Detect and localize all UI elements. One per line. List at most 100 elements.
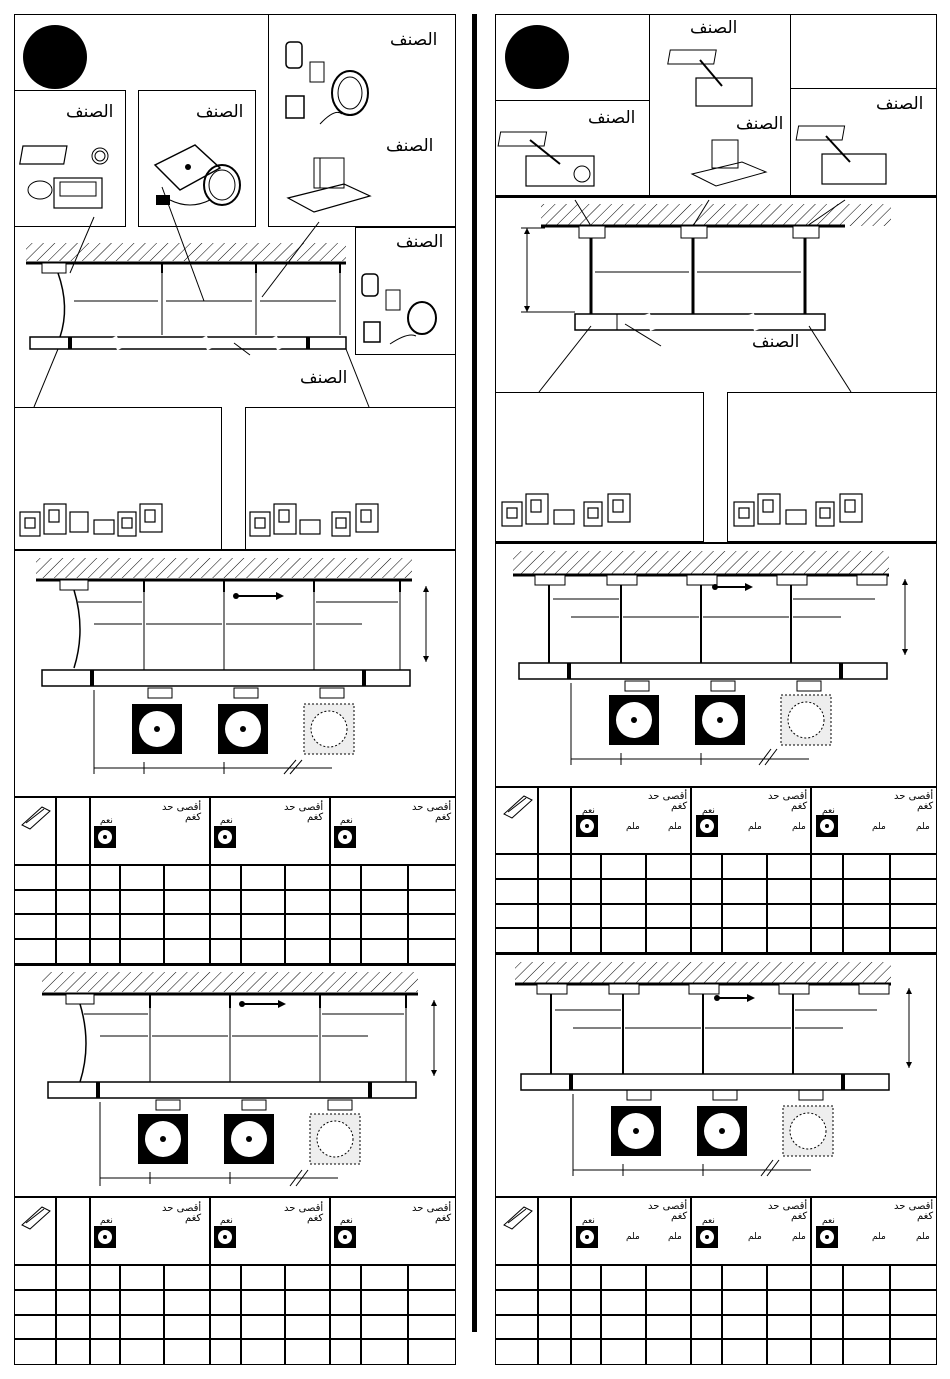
category-label-l6: الصنف	[300, 368, 348, 388]
table-r2-col9	[842, 1264, 844, 1365]
category-label-r5: الصنف	[752, 332, 800, 352]
max-label-r1c: أقصى حد كغم	[894, 792, 933, 812]
kg-label-r1c: ملم	[748, 822, 762, 832]
max-text: أقصى حد كغم	[894, 791, 934, 812]
track-icon-r1	[503, 795, 533, 819]
table-r1-bottom	[495, 952, 937, 954]
sep-r-e	[495, 1196, 937, 1198]
max-label-l1b: أقصى حد كغم	[284, 803, 323, 823]
lamp-icon-l1c	[334, 826, 356, 848]
table-l1-bottom	[14, 963, 456, 965]
table-l1-col10	[407, 864, 409, 964]
lamp-icon-r2c	[816, 1226, 838, 1248]
bracket-cable-illustration	[19, 145, 109, 209]
max-label-l2b: أقصى حد كغم	[284, 1204, 323, 1224]
table-l1-col4	[163, 864, 165, 964]
category-label-l4: الصنف	[386, 136, 434, 156]
max-label-l2a: أقصى حد كغم	[162, 1204, 201, 1224]
part-box-r2	[649, 14, 791, 196]
max-label-r2c: أقصى حد كغم	[894, 1202, 933, 1222]
connectors-illustration-2	[361, 273, 437, 345]
table-l1-row1	[14, 889, 456, 891]
max-label-r1a: أقصى حد كغم	[648, 792, 687, 812]
track-icon-l2	[21, 1206, 51, 1230]
table-l2-row1	[14, 1289, 456, 1291]
table-r2-row2	[495, 1314, 937, 1316]
table-r2-col8	[810, 1196, 812, 1365]
max-text: أقصى حد كغم	[412, 802, 452, 823]
sep-l-d	[14, 1196, 456, 1198]
sep-r-d	[495, 953, 937, 955]
part-box-r1	[495, 100, 650, 196]
sep-l-c	[14, 964, 456, 966]
table-r2-col7	[766, 1264, 768, 1365]
table-r2-row1	[495, 1289, 937, 1291]
max-text: أقصى حد كغم	[648, 791, 688, 812]
lamp-icon-l2c	[334, 1226, 356, 1248]
max-text: أقصى حد كغم	[648, 1201, 688, 1222]
track-icon-l1	[21, 806, 51, 830]
track-suspension-diagram-r1	[521, 199, 891, 393]
adapters-illustration-l1	[19, 503, 163, 537]
category-label-r3: الصنف	[736, 114, 784, 134]
kg-label-r2e: ملم	[872, 1232, 886, 1242]
table-l2-col8	[329, 1196, 331, 1365]
center-divider	[472, 14, 477, 1332]
table-l2-headerline	[14, 1264, 456, 1266]
table-l2-row3	[14, 1338, 456, 1340]
bracket-box-illustration-r4	[795, 125, 887, 185]
adapters-illustration-r1	[501, 493, 631, 527]
table-r1-row1	[495, 878, 937, 880]
max-text: أقصى حد كغم	[412, 1203, 452, 1224]
lamp-icon-l1b	[214, 826, 236, 848]
max-text: أقصى حد كغم	[162, 802, 202, 823]
lamp-icon-r2a	[576, 1226, 598, 1248]
table-r2-row3	[495, 1338, 937, 1340]
max-label-l2c: أقصى حد كغم	[412, 1204, 451, 1224]
table-r1-col5	[690, 786, 692, 953]
max-label-l1a: أقصى حد كغم	[162, 803, 201, 823]
yes-label-l2c: نعم	[340, 1216, 353, 1226]
kg-label-r1a: ملم	[626, 822, 640, 832]
table-r1-col4	[645, 853, 647, 953]
bracket-box-illustration-r2	[667, 49, 753, 107]
lamp-icon-r1a	[576, 815, 598, 837]
table-r1-col3	[600, 853, 602, 953]
table-r1-col6	[721, 853, 723, 953]
kg-label-r2b: ملم	[668, 1232, 682, 1242]
lamp-icon-l1a	[94, 826, 116, 848]
table-l1-col8	[329, 796, 331, 964]
track-lamps-diagram-r3	[515, 962, 912, 1177]
kg-label-r2a: ملم	[626, 1232, 640, 1242]
kg-label-r2f: ملم	[916, 1232, 930, 1242]
max-label-l1c: أقصى حد كغم	[412, 803, 451, 823]
max-text: أقصى حد كغم	[284, 802, 324, 823]
category-label-l3: الصنف	[390, 30, 438, 50]
part-box-l4	[355, 227, 456, 355]
table-r2-col3	[600, 1264, 602, 1365]
lamp-icon-r1b	[696, 815, 718, 837]
kg-label-r1e: ملم	[872, 822, 886, 832]
part-box-l3	[268, 14, 456, 227]
category-label-l5: الصنف	[396, 232, 444, 252]
category-label-r4: الصنف	[876, 94, 924, 114]
lamp-icon-l2b	[214, 1226, 236, 1248]
yes-label-l1c: نعم	[340, 816, 353, 826]
max-label-r1b: أقصى حد كغم	[768, 792, 807, 812]
max-text: أقصى حد كغم	[768, 791, 808, 812]
category-label-r2: الصنف	[690, 18, 738, 38]
kg-label-r1d: ملم	[792, 822, 806, 832]
table-r2-col2	[570, 1196, 572, 1365]
bracket-box-illustration-r1	[497, 131, 595, 187]
part-box-r3	[790, 88, 937, 196]
track-adapter-illustration	[286, 157, 372, 213]
sep-r-a	[495, 196, 937, 198]
yes-label-l2a: نعم	[100, 1216, 113, 1226]
table-r1-col10	[889, 853, 891, 953]
track-lamps-diagram-l3	[42, 972, 437, 1187]
max-label-r2a: أقصى حد كغم	[648, 1202, 687, 1222]
table-l2-col2	[89, 1196, 91, 1365]
table-r1-headerline	[495, 853, 937, 855]
max-text: أقصى حد كغم	[284, 1203, 324, 1224]
kg-label-r2c: ملم	[748, 1232, 762, 1242]
